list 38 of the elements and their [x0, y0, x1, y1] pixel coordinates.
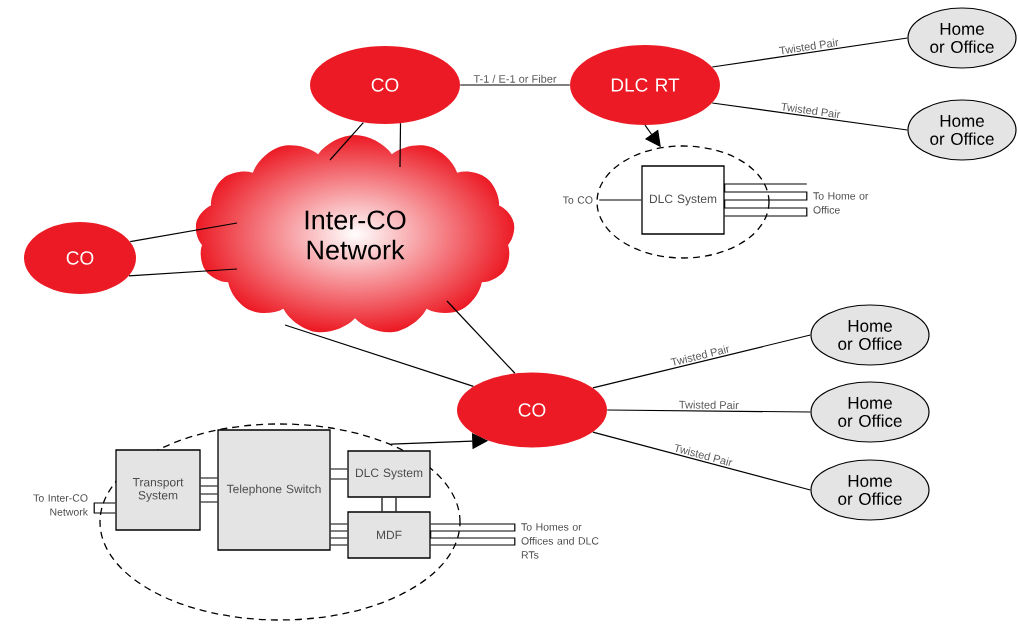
dashed-ellipse: [596, 145, 770, 259]
wire-bundle: [200, 477, 218, 503]
connection-line: [459, 84, 571, 86]
line-end-label: To Homes or Offices and DLC RTs: [521, 523, 599, 559]
edge-label: Twisted Pair: [670, 345, 729, 366]
connection-line: [129, 222, 238, 243]
connection-line: [711, 37, 908, 68]
line-end-label: To Home or Office: [813, 192, 869, 214]
connection-line: [711, 102, 908, 131]
line-end-label: To Inter-CO Network: [33, 494, 88, 516]
connection-line: [606, 409, 811, 413]
connection-line: [284, 324, 475, 387]
wire-bundle: [430, 523, 516, 546]
connection-line: [128, 268, 238, 277]
system-box: Transport System: [115, 449, 201, 531]
connection-line: [399, 122, 402, 168]
wire-bundle: [93, 502, 116, 514]
system-box: Telephone Switch: [217, 429, 331, 551]
edge-label: Twisted Pair: [679, 400, 739, 409]
system-box: MDF: [347, 511, 431, 559]
connection-line: [592, 334, 811, 389]
wire-bundle: [381, 497, 397, 512]
connection-line: [446, 300, 516, 374]
wire-bundle: [330, 523, 348, 546]
edge-label: Twisted Pair: [781, 102, 841, 119]
dashed-ellipse: [99, 423, 461, 621]
network-cloud: Inter-CO Network: [305, 210, 406, 260]
line-end-label: To CO: [562, 196, 593, 204]
connection-line: [592, 431, 811, 491]
edge-label: Twisted Pair: [675, 443, 733, 466]
system-box: DLC System: [641, 165, 725, 235]
wire: [598, 199, 642, 201]
system-box: DLC System: [347, 450, 431, 498]
wire-bundle: [330, 468, 348, 480]
edge-label: T-1 / E-1 or Fiber: [473, 74, 557, 83]
edge-label: Twisted Pair: [779, 38, 839, 55]
connection-line: [329, 121, 364, 161]
wire-bundle: [724, 183, 808, 217]
